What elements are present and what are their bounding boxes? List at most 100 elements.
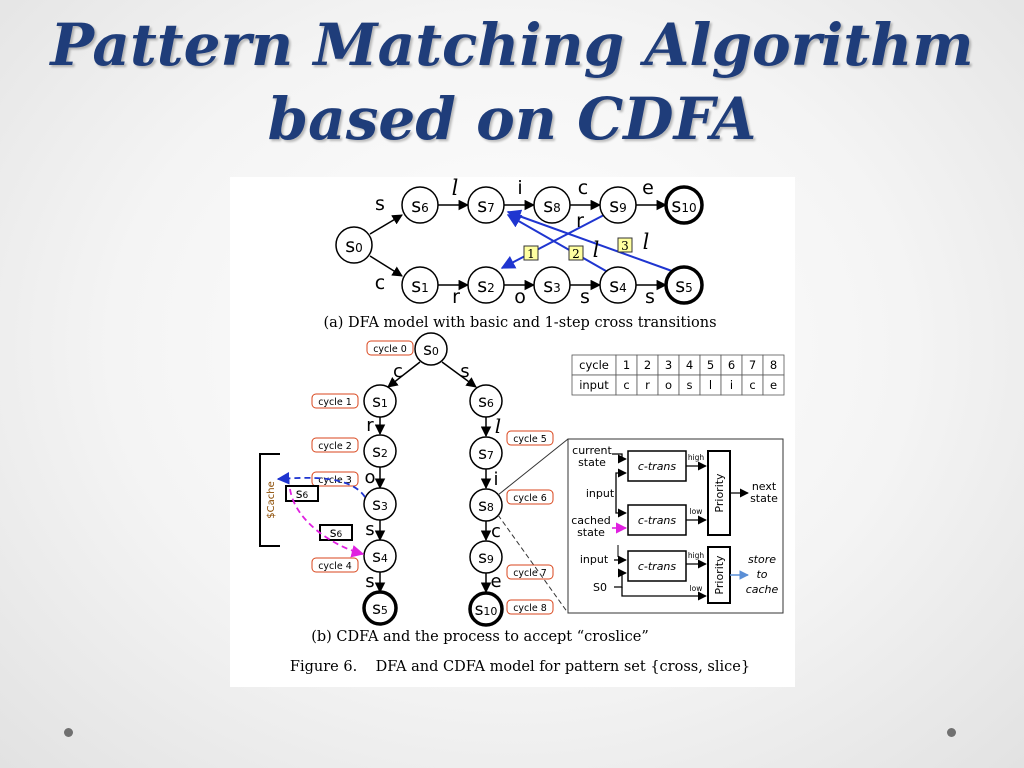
cycle-8-label: cycle 8 [513, 603, 547, 614]
state-top-s8: s8 [533, 186, 571, 224]
cycle-2-tag [311, 437, 359, 453]
state-top-s3-sub: 3 [553, 281, 561, 295]
ctrans-logic-diagram: current state input c-trans c-trans cach… [567, 438, 784, 614]
ctrans-box-2 [627, 504, 687, 536]
priority-box-2-label: Priority [713, 555, 726, 595]
cdfa-state-s0: s0 [414, 332, 448, 366]
cycle-1-label: cycle 1 [318, 397, 352, 408]
state-top-s7-sub: 7 [487, 201, 495, 215]
cdfa-label-s7-s8: i [493, 469, 498, 490]
state-top-s1: s1 [401, 266, 439, 304]
edge-label-s6-s7: l [452, 177, 459, 200]
cross-label-l-3: l [643, 230, 650, 254]
table-header-cell: 5 [707, 358, 714, 372]
cycle-1-tag [311, 393, 359, 409]
table-header-cell: 4 [686, 358, 693, 372]
svg-text:s9: s9 [478, 548, 494, 568]
svg-text:s4: s4 [372, 547, 388, 567]
svg-text:s4: s4 [609, 275, 627, 297]
cdfa-state-s8-sub: 8 [487, 501, 494, 514]
svg-text:s8: s8 [543, 195, 561, 217]
cdfa-state-s9-sub: 9 [487, 553, 494, 566]
cached-state-1-label: s [296, 487, 303, 502]
table-input-cell: i [730, 378, 733, 392]
svg-text:s6: s6 [330, 526, 343, 541]
caption-a: (a) DFA model with basic and 1-step cros… [323, 315, 716, 331]
table-input-cell: c [623, 378, 629, 392]
cdfa-state-s5-sub: 5 [381, 604, 388, 617]
svg-text:s3: s3 [372, 495, 388, 515]
cached-state-box-1: s6 [285, 485, 319, 502]
table-header-cell: 3 [665, 358, 672, 372]
svg-text:s10: s10 [475, 600, 498, 620]
cycle-0-label: cycle 0 [373, 344, 407, 355]
svg-text:s9: s9 [609, 195, 627, 217]
edge-s0-s6 [369, 214, 403, 235]
logic-wire-s0-b [621, 587, 707, 601]
svg-text:s3: s3 [543, 275, 561, 297]
cache-bracket [259, 453, 280, 547]
logic-wire-input-a [615, 468, 627, 486]
state-top-s6: s6 [401, 186, 439, 224]
cross-box-3 [617, 237, 633, 253]
table-input-cell: c [749, 378, 755, 392]
cdfa-state-s10: s10 [468, 591, 504, 627]
cache-store-arrow [276, 472, 366, 498]
state-top-s2-sub: 2 [487, 281, 495, 295]
cdfa-state-s5: s5 [362, 590, 398, 626]
cdfa-state-s8: s8 [469, 488, 503, 522]
cdfa-state-s3-sub: 3 [381, 500, 388, 513]
cdfa-state-s7: s7 [469, 436, 503, 470]
cycle-6-tag [506, 489, 554, 505]
priority-box-1-label: Priority [713, 473, 726, 513]
state-top-s5-sub: 5 [685, 281, 693, 295]
edge-label-s0-s6: s [375, 193, 385, 215]
logic-high-1: high [688, 453, 705, 462]
logic-wire-current [612, 453, 627, 464]
cross-box-1 [523, 245, 539, 261]
cycle-2-label: cycle 2 [318, 441, 352, 452]
nav-dot-right [947, 728, 956, 737]
svg-text:s1: s1 [411, 275, 429, 297]
cdfa-state-s1: s1 [363, 384, 397, 418]
cdfa-state-s6-sub: 6 [487, 397, 494, 410]
cdfa-state-s0-sub: 0 [432, 345, 439, 358]
state-top-s10: s10 [664, 185, 704, 225]
edge-label-s7-s8: i [517, 177, 522, 199]
state-top-s2-label: s [477, 275, 487, 297]
table-header-cell: 7 [749, 358, 756, 372]
cdfa-edge-s0-s1 [387, 361, 421, 388]
cross-box-2-label: 2 [572, 247, 580, 261]
title-line-1: Pattern Matching Algorithm [50, 11, 974, 79]
state-top-s4-label: s [609, 275, 619, 297]
zoom-line-top [497, 438, 569, 496]
table-input-cell: r [645, 378, 650, 392]
state-top-s6-sub: 6 [421, 201, 429, 215]
table-header-cell: 8 [770, 358, 777, 372]
edge-label-s3-s4: s [580, 286, 590, 308]
logic-current-state-2: state [578, 456, 606, 469]
cache-label: $Cache [266, 481, 277, 518]
state-top-s6-label: s [411, 195, 421, 217]
cdfa-state-s2-sub: 2 [381, 447, 388, 460]
ctrans-box-3-label: c-trans [638, 560, 677, 573]
logic-low-1: low [690, 507, 703, 516]
cycle-6-label: cycle 6 [513, 493, 547, 504]
edge-label-s8-s9: c [578, 177, 588, 199]
cdfa-state-s7-sub: 7 [487, 449, 494, 462]
cdfa-state-s9-label: s [478, 548, 487, 568]
cycle-8-tag [506, 599, 554, 615]
title-line-2: based on CDFA [267, 85, 757, 153]
state-top-s3-label: s [543, 275, 553, 297]
state-top-s0-label: s [345, 235, 355, 257]
cdfa-state-s6: s6 [469, 384, 503, 418]
logic-store-1: store [748, 553, 776, 566]
cached-state-2-sub: 6 [337, 530, 343, 540]
logic-store-2: to [756, 568, 767, 581]
cycle-7-label: cycle 7 [513, 568, 547, 579]
edge-label-s0-s1: c [375, 272, 385, 294]
cdfa-state-s1-label: s [372, 392, 381, 412]
cdfa-label-s1-s2: r [366, 415, 374, 436]
edge-label-s9-s10: e [642, 177, 654, 199]
